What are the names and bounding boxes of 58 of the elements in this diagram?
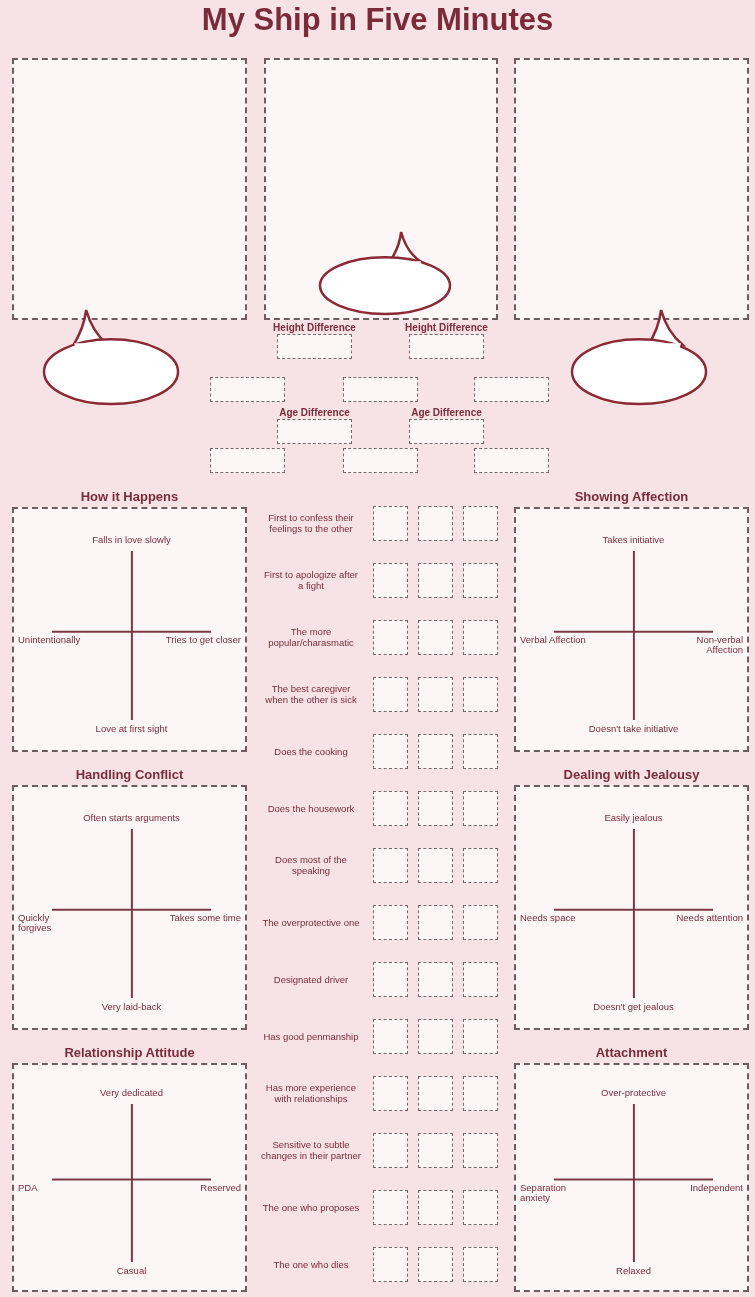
input-field (210, 448, 285, 473)
axis-label: Doesn't get jealous (592, 1001, 675, 1013)
axis-label: Verbal Affection (520, 634, 587, 646)
axis-label: Quickly forgives (18, 912, 53, 935)
row-label: The one who dies (272, 1258, 350, 1270)
axis-label: PDA (18, 1182, 39, 1194)
row-label: The best caregiver when the other is sick (264, 682, 358, 706)
axis-label: Non-verbal Affection (695, 634, 743, 657)
row-label: Has good penmanship (262, 1030, 360, 1042)
input-field (474, 377, 549, 402)
axis-label: Over-protective (600, 1087, 667, 1099)
field-label: Age Difference (410, 407, 483, 418)
axis-label: Tries to get closer (164, 634, 241, 646)
row-label: Does the cooking (273, 745, 349, 757)
axis-label: Often starts arguments (82, 812, 181, 824)
panel-heading: Dealing with Jealousy (562, 767, 701, 782)
axis-label: Takes some time (168, 912, 241, 924)
row-label: Has more experience with relationships (264, 1081, 358, 1105)
drawing-frame (12, 58, 247, 320)
panel-heading: Attachment (594, 1045, 669, 1060)
field-label: Height Difference (404, 322, 489, 333)
row-label: The overprotective one (261, 916, 361, 928)
row-label: Sensitive to subtle changes in their partner (261, 1138, 361, 1162)
panel-heading: Relationship Attitude (63, 1045, 196, 1060)
row-label: Does most of the speaking (274, 853, 348, 877)
row-label: The one who proposes (261, 1201, 361, 1213)
title: My Ship in Five Minutes (200, 2, 555, 38)
input-field (343, 448, 418, 473)
drawing-frame (264, 58, 498, 320)
axis-label: Very dedicated (99, 1087, 164, 1099)
axis-label: Doesn't take initiative (587, 723, 680, 735)
axis-label: Unintentionally (18, 634, 82, 646)
drawing-frame (514, 58, 749, 320)
axis-label: Easily jealous (603, 812, 664, 824)
panel-heading: How it Happens (79, 489, 180, 504)
field-label: Height Difference (272, 322, 357, 333)
axis-label: Needs attention (675, 912, 743, 924)
axis-label: Very laid-back (100, 1001, 163, 1013)
axis-label: Falls in love slowly (91, 534, 172, 546)
panel-heading: Handling Conflict (74, 767, 185, 782)
axis-label: Separation anxiety (520, 1182, 567, 1205)
axis-label: Relaxed (615, 1265, 652, 1277)
input-field (474, 448, 549, 473)
axis-label: Needs space (520, 912, 577, 924)
panel-heading: Showing Affection (573, 489, 690, 504)
row-label: Does the housework (266, 802, 356, 814)
field-label: Age Difference (278, 407, 351, 418)
row-label: Designated driver (272, 973, 350, 985)
axis-label: Casual (115, 1265, 148, 1277)
axis-label: Reserved (199, 1182, 241, 1194)
axis-label: Independent (689, 1182, 743, 1194)
axis-label: Takes initiative (601, 534, 666, 546)
row-label: First to apologize after a fight (263, 568, 359, 592)
axis-label: Love at first sight (94, 723, 169, 735)
row-label: The more popular/charasmatic (267, 625, 355, 649)
row-label: First to confess their feelings to the other (267, 511, 355, 535)
input-field (343, 377, 418, 402)
input-field (210, 377, 285, 402)
